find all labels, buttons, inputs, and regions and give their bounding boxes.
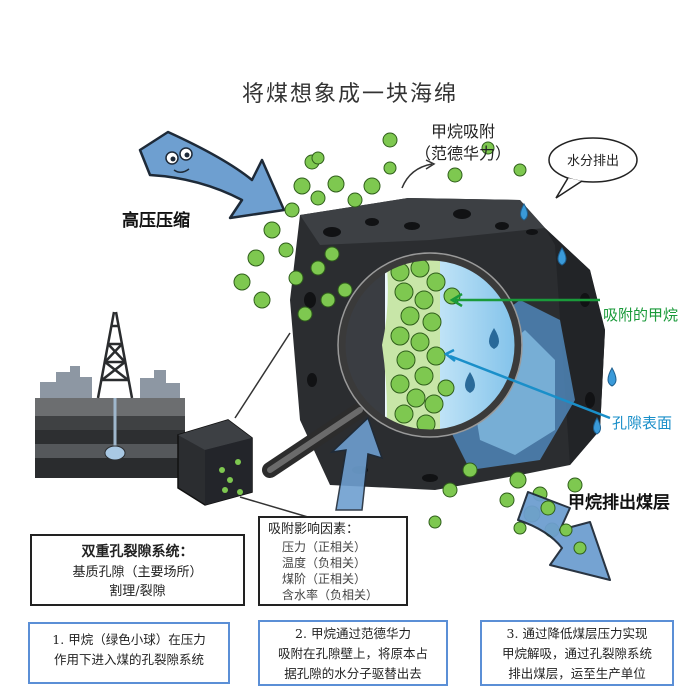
zoom-line [234,332,291,419]
caption-step-1: 1. 甲烷（绿色小球）在压力 作用下进入煤的孔裂隙系统 [28,622,230,684]
factor-row: 煤阶（正相关） [282,572,367,586]
water-out-label: 水分排出 [566,154,619,169]
adsorbed-methane-label: 吸附的甲烷 [603,306,679,324]
adsorption-label-line1: 甲烷吸附 [430,122,495,141]
exit-arrow-icon [517,491,611,581]
page-title: 将煤想象成一块海绵 [241,82,458,107]
methane-out-label: 甲烷排出煤层 [568,493,670,513]
pressure-arrow-icon [138,130,286,220]
factor-row: 含水率（负相关） [282,588,379,602]
dual-porosity-item: 割理/裂隙 [109,584,166,599]
factor-row: 压力（正相关） [282,540,367,554]
water-out-bubble [548,137,638,183]
factors-box: 吸附影响因素： 压力（正相关） 温度（负相关） 煤阶（正相关） 含水率（负相关） [258,516,408,606]
small-coal-cube [177,419,253,506]
factors-heading: 吸附影响因素： [268,522,360,537]
adsorption-label-line2: （范德华力） [414,144,511,163]
drilling-rig-icon [35,311,185,478]
pore-surface-label: 孔隙表面 [612,414,673,432]
caption-step-3: 3. 通过降低煤层压力实现 甲烷解吸，通过孔裂隙系统 排出煤层，运至生产单位 [480,620,674,686]
factor-row: 温度（负相关） [282,556,367,570]
dual-porosity-box: 双重孔裂隙系统： 基质孔隙（主要场所） 割理/裂隙 [30,534,245,606]
inflow-arrow [329,416,384,511]
dual-porosity-item: 基质孔隙（主要场所） [72,565,203,580]
caption-step-2: 2. 甲烷通过范德华力 吸附在孔隙壁上，将原本占 据孔隙的水分子驱替出去 [258,620,448,686]
curve-arrow [401,163,433,189]
water-drop-icon [520,203,617,435]
pore-pointer [449,354,611,420]
dual-porosity-heading: 双重孔裂隙系统： [81,544,194,560]
high-pressure-label: 高压压缩 [122,211,190,231]
